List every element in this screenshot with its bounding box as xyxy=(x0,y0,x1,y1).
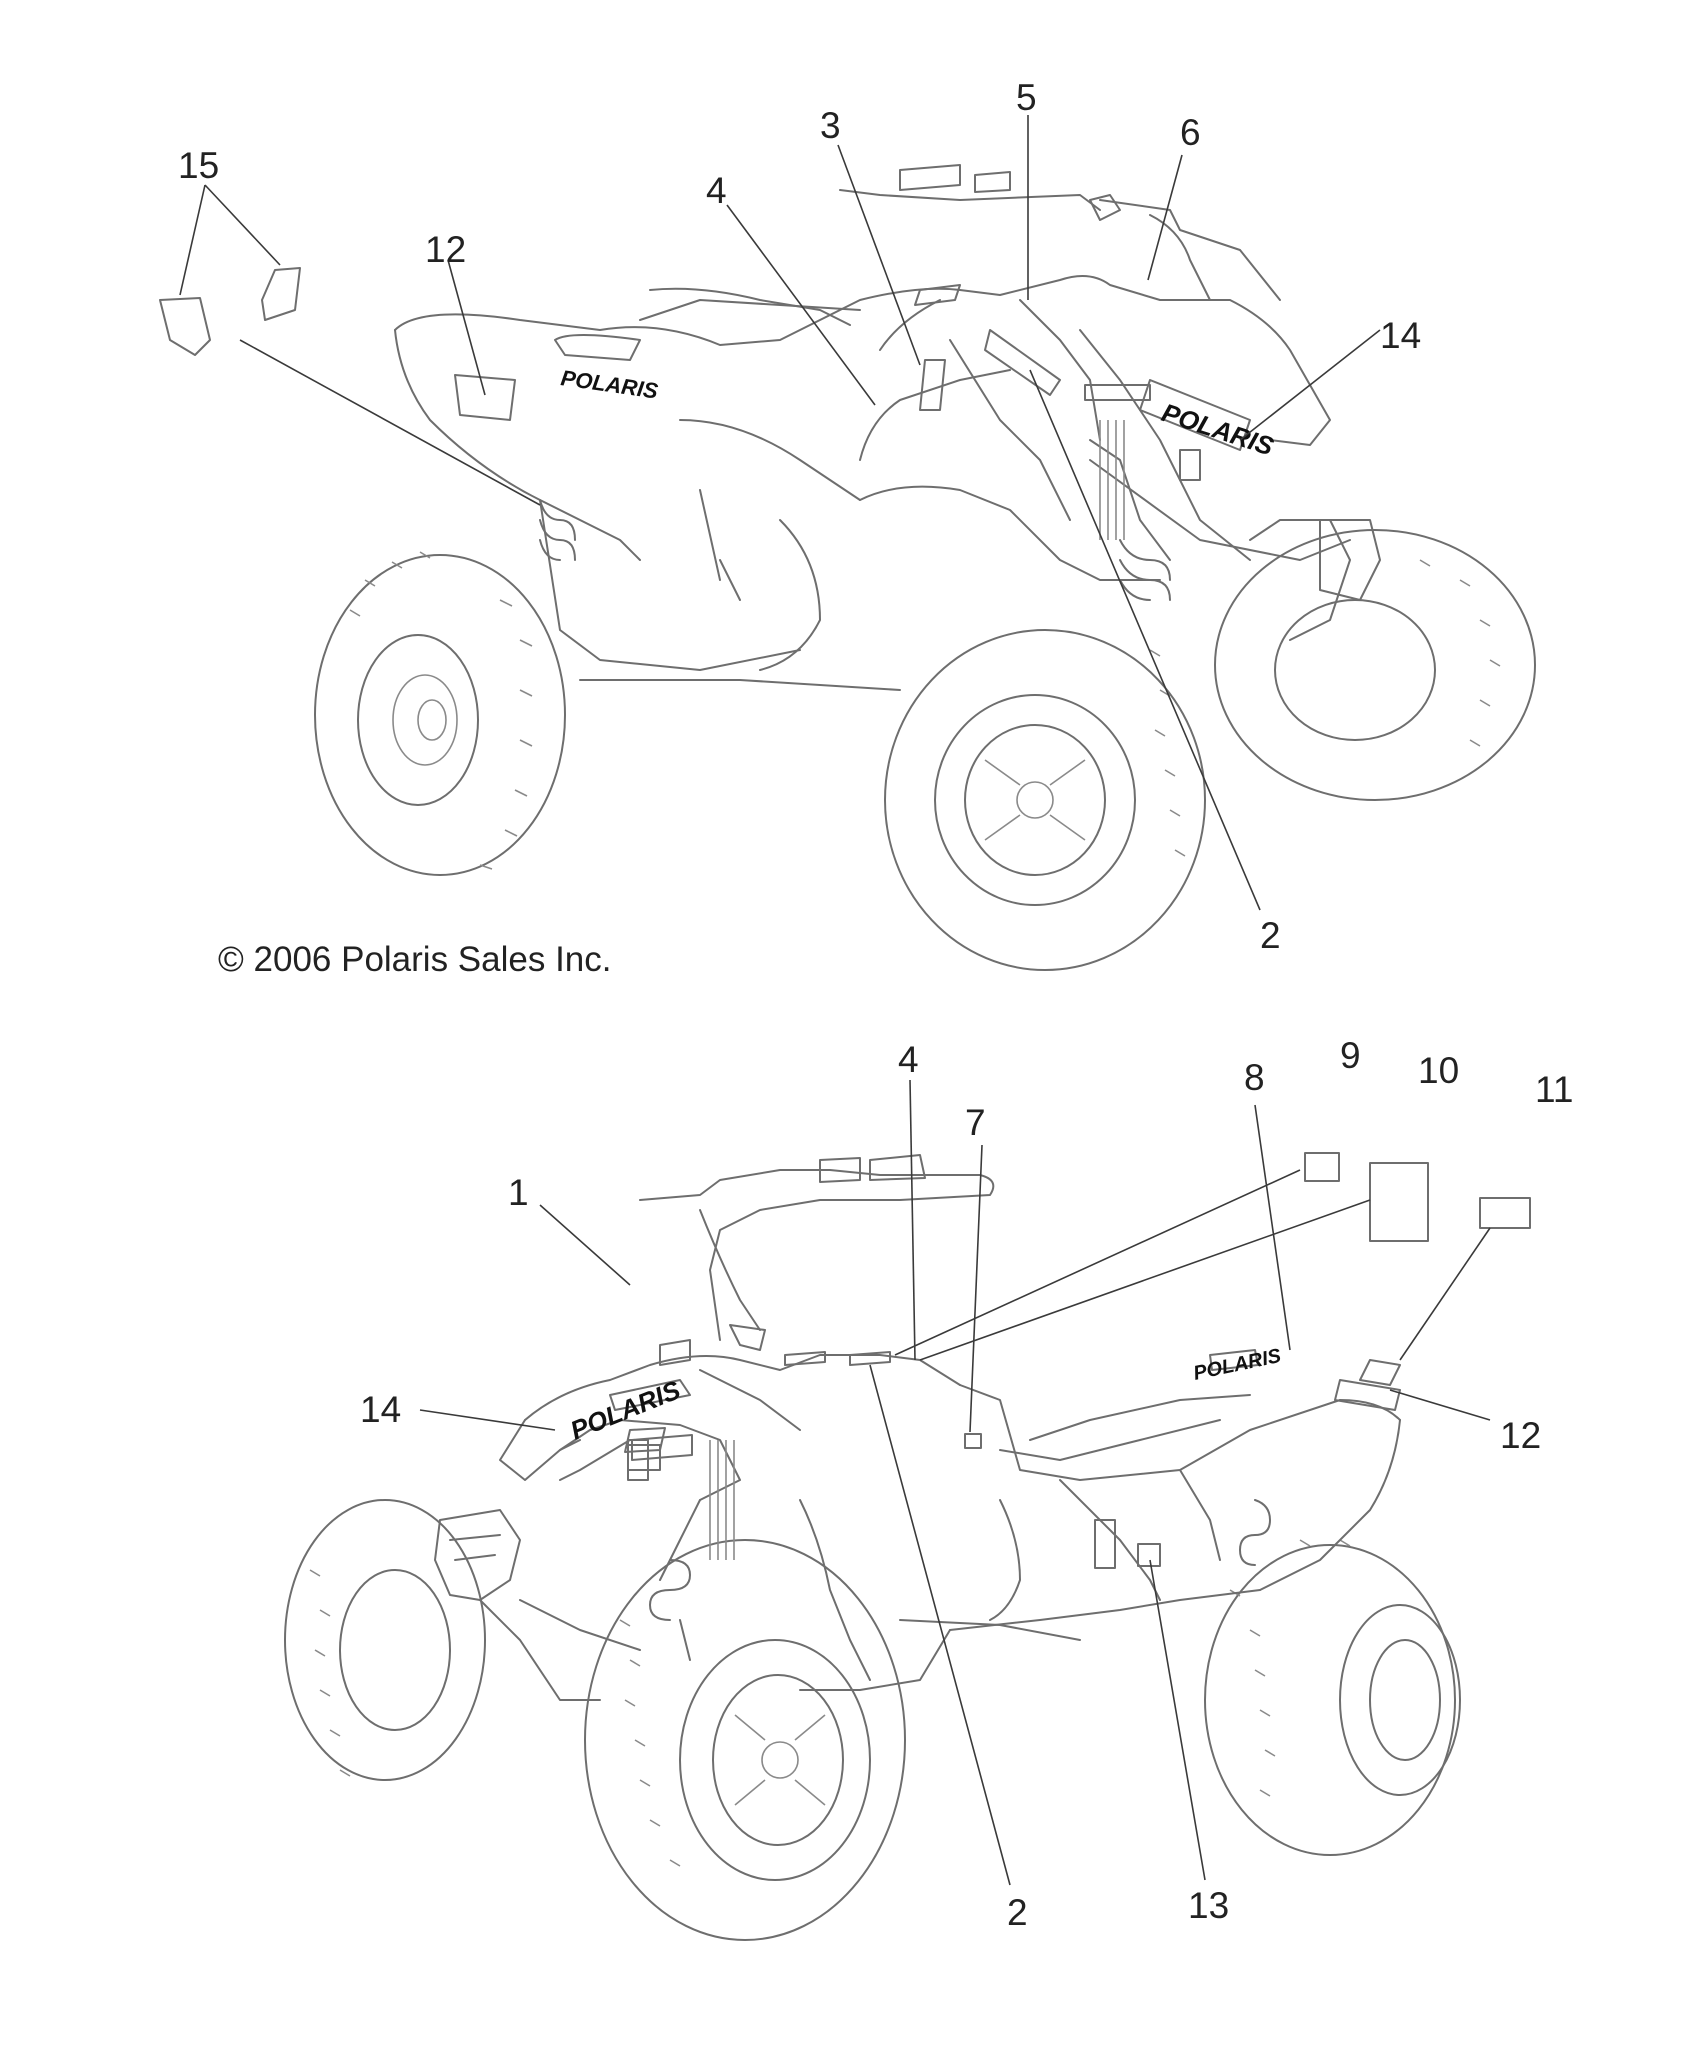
atv-bottom-view: POLARIS POLARIS 4 7 9 10 8 11 1 14 12 xyxy=(284,1035,1573,1941)
tread-pattern-bottom xyxy=(309,1539,1351,1867)
callout-4-top: 4 xyxy=(706,170,727,211)
callout-2-top: 2 xyxy=(1260,915,1281,956)
callout-14-top: 14 xyxy=(1380,315,1421,356)
decal-15-right xyxy=(261,267,301,321)
front-right-wheel-bottom xyxy=(584,1539,906,1941)
callout-1: 1 xyxy=(508,1172,529,1213)
atv-body-top xyxy=(394,164,1381,691)
callout-8: 8 xyxy=(1244,1057,1265,1098)
leader-lines-bottom xyxy=(419,1079,1491,1886)
callout-13: 13 xyxy=(1188,1885,1229,1926)
callout-5: 5 xyxy=(1016,77,1037,118)
callout-9: 9 xyxy=(1340,1035,1361,1076)
callout-14-bottom: 14 xyxy=(360,1389,401,1430)
callout-15: 15 xyxy=(178,145,219,186)
copyright-notice: © 2006 Polaris Sales Inc. xyxy=(218,940,612,979)
decal-11 xyxy=(1479,1197,1531,1229)
front-left-wheel-bottom xyxy=(284,1499,486,1781)
callout-2-bottom: 2 xyxy=(1007,1892,1028,1933)
polaris-logo-seat-bottom: POLARIS xyxy=(1191,1345,1283,1385)
decal-10 xyxy=(1369,1162,1429,1242)
atv-body-bottom xyxy=(434,1152,1531,1701)
leader-lines-top xyxy=(179,115,1381,911)
callout-10: 10 xyxy=(1418,1050,1459,1091)
callouts-bottom: 4 7 9 10 8 11 1 14 12 2 13 xyxy=(360,1035,1573,1933)
callout-12-bottom: 12 xyxy=(1500,1415,1541,1456)
callout-11: 11 xyxy=(1535,1069,1573,1110)
polaris-logo-front-bottom: POLARIS xyxy=(566,1374,685,1445)
callout-4-bottom: 4 xyxy=(898,1039,919,1080)
decal-15-left xyxy=(159,297,211,356)
callout-3: 3 xyxy=(820,105,841,146)
decal-9 xyxy=(1304,1152,1340,1182)
rear-wheel-bottom xyxy=(1204,1544,1461,1856)
atv-top-view: POLARIS POLARIS 15 12 4 3 5 6 14 2 xyxy=(159,77,1536,971)
front-right-wheel-top xyxy=(1214,529,1536,801)
tread-pattern-top xyxy=(349,551,1501,870)
front-left-wheel-top xyxy=(884,629,1206,971)
rear-wheel-top xyxy=(314,554,566,876)
callout-6: 6 xyxy=(1180,112,1201,153)
callout-12-top: 12 xyxy=(425,229,466,270)
callouts-top: 15 12 4 3 5 6 14 2 xyxy=(178,77,1421,956)
polaris-logo-seat-top: POLARIS xyxy=(559,365,660,403)
callout-7: 7 xyxy=(965,1102,986,1143)
